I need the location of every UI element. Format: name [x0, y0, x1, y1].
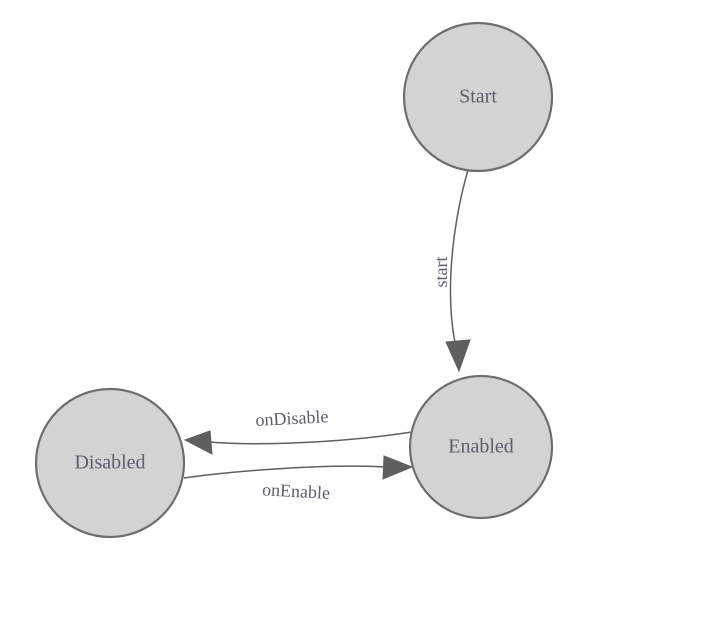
edge-path-disabled-to-enabled — [183, 465, 386, 479]
node-start[interactable]: Start — [402, 21, 554, 173]
node-enabled[interactable]: Enabled — [408, 374, 554, 520]
node-disabled[interactable]: Disabled — [34, 387, 186, 539]
edge-start-to-enabled[interactable]: start — [431, 169, 471, 373]
edge-disabled-to-enabled[interactable]: onEnable — [183, 455, 414, 503]
arrowhead-into-disabled — [183, 430, 213, 455]
edge-label-ondisable: onDisable — [255, 406, 329, 430]
arrowhead-into-enabled-top — [445, 339, 471, 373]
edge-label-onenable: onEnable — [262, 479, 331, 503]
edge-enabled-to-disabled[interactable]: onDisable — [183, 406, 413, 455]
node-disabled-label: Disabled — [74, 452, 145, 474]
node-enabled-circle — [408, 374, 554, 520]
node-start-circle — [402, 21, 554, 173]
edge-label-start: start — [431, 257, 451, 288]
edge-path-start-to-enabled — [449, 169, 469, 344]
node-start-label: Start — [459, 86, 497, 108]
edge-path-enabled-to-disabled — [208, 431, 413, 445]
arrowhead-into-enabled-left — [382, 455, 414, 480]
node-enabled-label: Enabled — [448, 436, 514, 458]
node-disabled-circle — [34, 387, 186, 539]
